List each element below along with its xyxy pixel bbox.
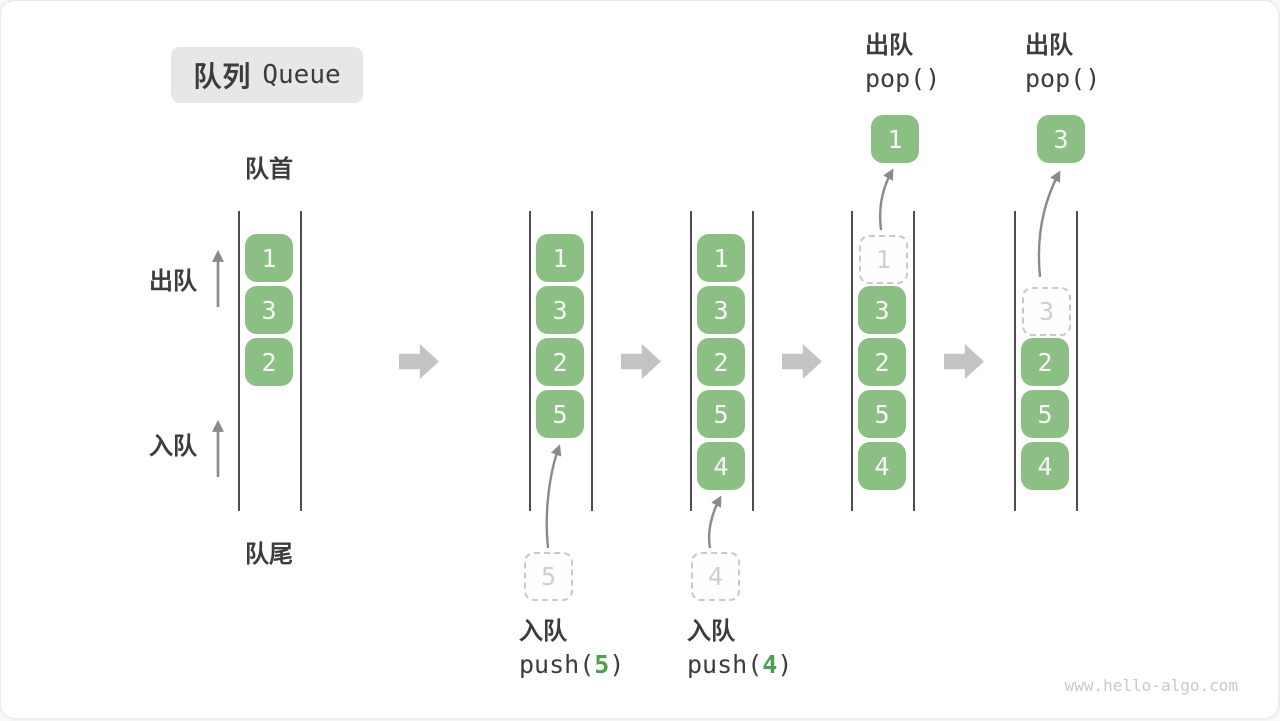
queue-cell-state-2-value-5: 5 (536, 390, 584, 438)
queue-cell-state-2-value-3: 3 (536, 286, 584, 334)
label-queue-rear: 队尾 (245, 541, 293, 568)
queue-cell-state-3-value-3: 3 (697, 286, 745, 334)
watermark: www.hello-algo.com (1064, 676, 1238, 695)
queue-cell-state-4-value-5: 5 (858, 390, 906, 438)
queue-cell-state-5-value-2: 2 (1021, 338, 1069, 386)
annotation-pop-first: 出队 pop() (865, 31, 940, 97)
annotation-push-5-code: push(5) (519, 650, 625, 679)
queue-rail-state-2 (529, 211, 531, 511)
queue-cell-state-2-value-1: 1 (536, 234, 584, 282)
queue-cell-state-1-value-2: 2 (245, 338, 293, 386)
annotation-push-4: 入队 push(4) (687, 617, 792, 683)
annotation-push-5: 入队 push(5) (519, 617, 624, 683)
queue-cell-state-1-value-3: 3 (245, 286, 293, 334)
annotation-push-4-label: 入队 (687, 618, 735, 645)
label-queue-front: 队首 (245, 156, 293, 183)
popped-cell-popped-3: 3 (1037, 115, 1085, 163)
annotation-pop-first-code: pop() (865, 64, 941, 93)
queue-rail-state-4 (851, 211, 853, 511)
label-enqueue-side: 入队 (149, 433, 197, 460)
queue-cell-state-2-value-2: 2 (536, 338, 584, 386)
annotation-push-4-code: push(4) (687, 650, 793, 679)
annotation-pop-second: 出队 pop() (1025, 31, 1100, 97)
queue-rail-state-1 (238, 211, 240, 511)
queue-rail-state-3 (690, 211, 692, 511)
step-arrow-icon (782, 344, 822, 379)
queue-rail-state-5 (1076, 211, 1078, 511)
step-arrow-icon (399, 344, 439, 379)
annotation-push-5-label: 入队 (519, 618, 567, 645)
queue-cell-state-3-value-1: 1 (697, 234, 745, 282)
annotation-pop-first-label: 出队 (865, 32, 913, 59)
annotation-pop-second-label: 出队 (1025, 32, 1073, 59)
annotation-pop-second-code: pop() (1025, 64, 1101, 93)
step-arrow-icon (621, 344, 661, 379)
queue-cell-state-5-value-5: 5 (1021, 390, 1069, 438)
queue-cell-state-1-value-1: 1 (245, 234, 293, 282)
pop-1-arrow (878, 168, 894, 231)
push-5-arrow (545, 444, 562, 549)
queue-cell-state-3-value-4: 4 (697, 442, 745, 490)
queue-cell-state-3-value-5: 5 (697, 390, 745, 438)
label-dequeue-side: 出队 (149, 268, 197, 295)
incoming-cell-ghost-5: 5 (524, 552, 573, 601)
ghost-cell-state-5-value-3: 3 (1022, 287, 1071, 336)
queue-rail-state-5 (1014, 211, 1016, 511)
popped-cell-popped-1: 1 (871, 115, 919, 163)
step-arrow-icon (944, 344, 984, 379)
queue-rail-state-2 (591, 211, 593, 511)
queue-cell-state-5-value-4: 4 (1021, 442, 1069, 490)
incoming-cell-ghost-4: 4 (691, 552, 740, 601)
queue-cell-state-3-value-2: 2 (697, 338, 745, 386)
title-badge: 队列 Queue (171, 47, 363, 103)
queue-cell-state-4-value-4: 4 (858, 442, 906, 490)
queue-cell-state-4-value-3: 3 (858, 286, 906, 334)
queue-rail-state-1 (300, 211, 302, 511)
queue-rail-state-4 (913, 211, 915, 511)
queue-rail-state-3 (752, 211, 754, 511)
push-4-arrow (707, 495, 722, 549)
pop-3-arrow (1037, 170, 1061, 278)
title-zh: 队列 (193, 61, 252, 92)
queue-cell-state-4-value-2: 2 (858, 338, 906, 386)
ghost-cell-state-4-value-1: 1 (859, 235, 908, 284)
title-en: Queue (262, 60, 341, 90)
